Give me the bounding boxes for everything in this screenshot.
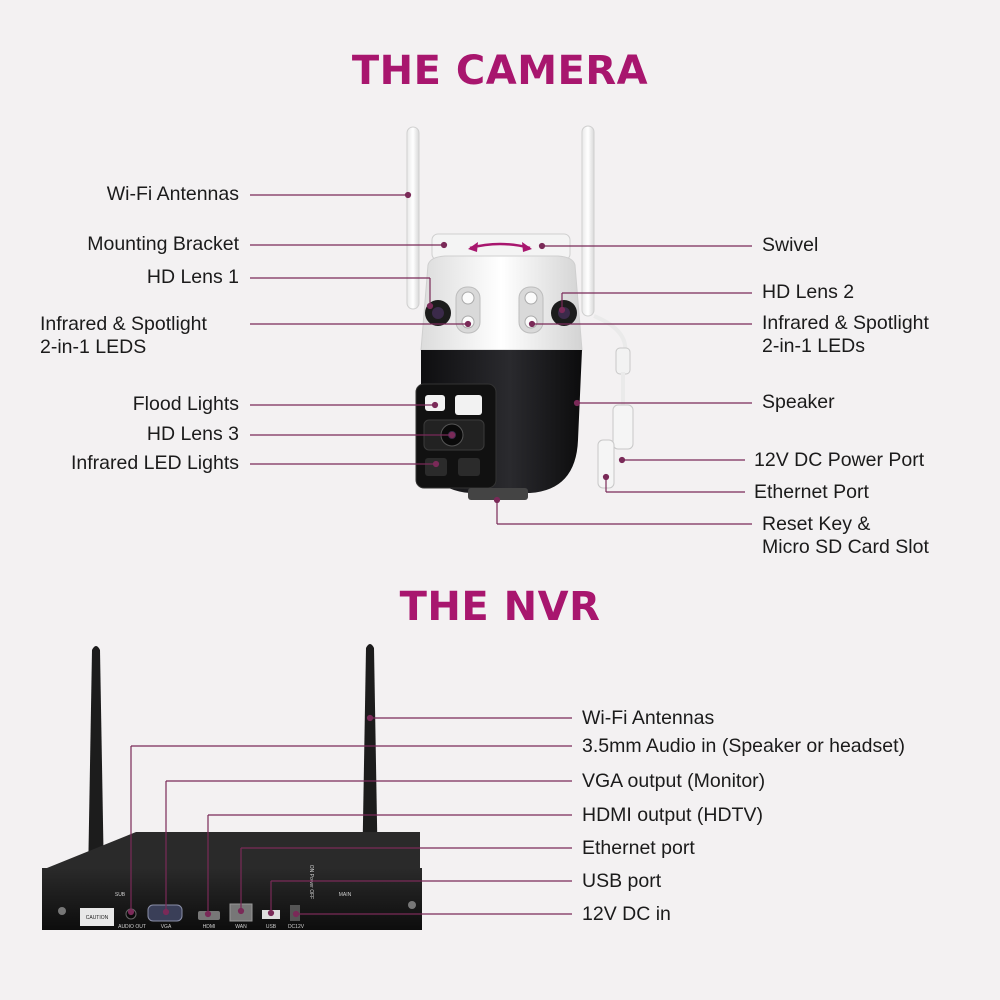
vga-label: VGA [161, 924, 172, 930]
camera-leader-lines [250, 191, 752, 525]
label-hd-lens-3: HD Lens 3 [146, 423, 239, 445]
label-ir-spot-left-line2: 2-in-1 LEDS [40, 336, 147, 358]
label-nvr-wifi-antennas: Wi-Fi Antennas [582, 707, 715, 729]
label-flood-lights: Flood Lights [132, 393, 239, 415]
label-ethernet-port: Ethernet Port [754, 481, 869, 503]
nvr-antenna-left [88, 646, 104, 880]
camera-antenna-right [581, 125, 595, 317]
hdmi-label: HDMI [203, 924, 216, 930]
dc12v-label: DC12V [288, 924, 305, 930]
label-camera-wifi-antennas: Wi-Fi Antennas [106, 183, 239, 205]
nvr-title: THE NVR [399, 584, 601, 630]
label-swivel: Swivel [762, 234, 819, 256]
label-speaker: Speaker [762, 391, 835, 413]
label-ir-spot-left-line1: Infrared & Spotlight [40, 313, 207, 335]
audio-out-label: AUDIO OUT [118, 924, 146, 930]
camera-illustration [406, 125, 634, 500]
label-hd-lens-2: HD Lens 2 [762, 281, 855, 303]
label-hdmi-output: HDMI output (HDTV) [582, 804, 763, 826]
ir-led-right-icon [458, 458, 480, 476]
label-ir-spot-right-line1: Infrared & Spotlight [762, 312, 929, 334]
caution-sticker-text: CAUTION [86, 915, 109, 921]
label-hd-lens-1: HD Lens 1 [146, 266, 239, 288]
nvr-illustration: CAUTION SUB MAIN AUDIO OUT VGA HDMI WAN … [42, 644, 422, 930]
label-reset-key-line1: Reset Key & [762, 513, 871, 535]
label-vga-output: VGA output (Monitor) [582, 770, 766, 792]
sub-label: SUB [115, 892, 126, 898]
power-cable [612, 404, 634, 450]
flood-light-right-icon [455, 395, 482, 415]
usb-label: USB [266, 924, 277, 930]
reset-slot [468, 488, 528, 500]
label-ir-led-lights: Infrared LED Lights [70, 452, 239, 474]
label-ir-spot-right-line2: 2-in-1 LEDs [762, 335, 865, 357]
label-dc-in: 12V DC in [582, 903, 671, 925]
label-nvr-ethernet: Ethernet port [582, 837, 695, 859]
label-usb-port: USB port [582, 870, 662, 892]
wan-label: WAN [235, 924, 247, 930]
nvr-antenna-right [362, 644, 378, 880]
camera-antenna-left [406, 126, 420, 310]
label-power-port: 12V DC Power Port [754, 449, 925, 471]
power-switch-label: ON Power OFF [308, 865, 314, 899]
nvr-leader-lines [127, 714, 572, 918]
label-reset-key-line2: Micro SD Card Slot [762, 536, 929, 558]
label-mounting-bracket: Mounting Bracket [87, 233, 239, 255]
main-label: MAIN [339, 892, 352, 898]
label-audio-in: 3.5mm Audio in (Speaker or headset) [582, 735, 906, 757]
camera-title: THE CAMERA [351, 48, 649, 94]
